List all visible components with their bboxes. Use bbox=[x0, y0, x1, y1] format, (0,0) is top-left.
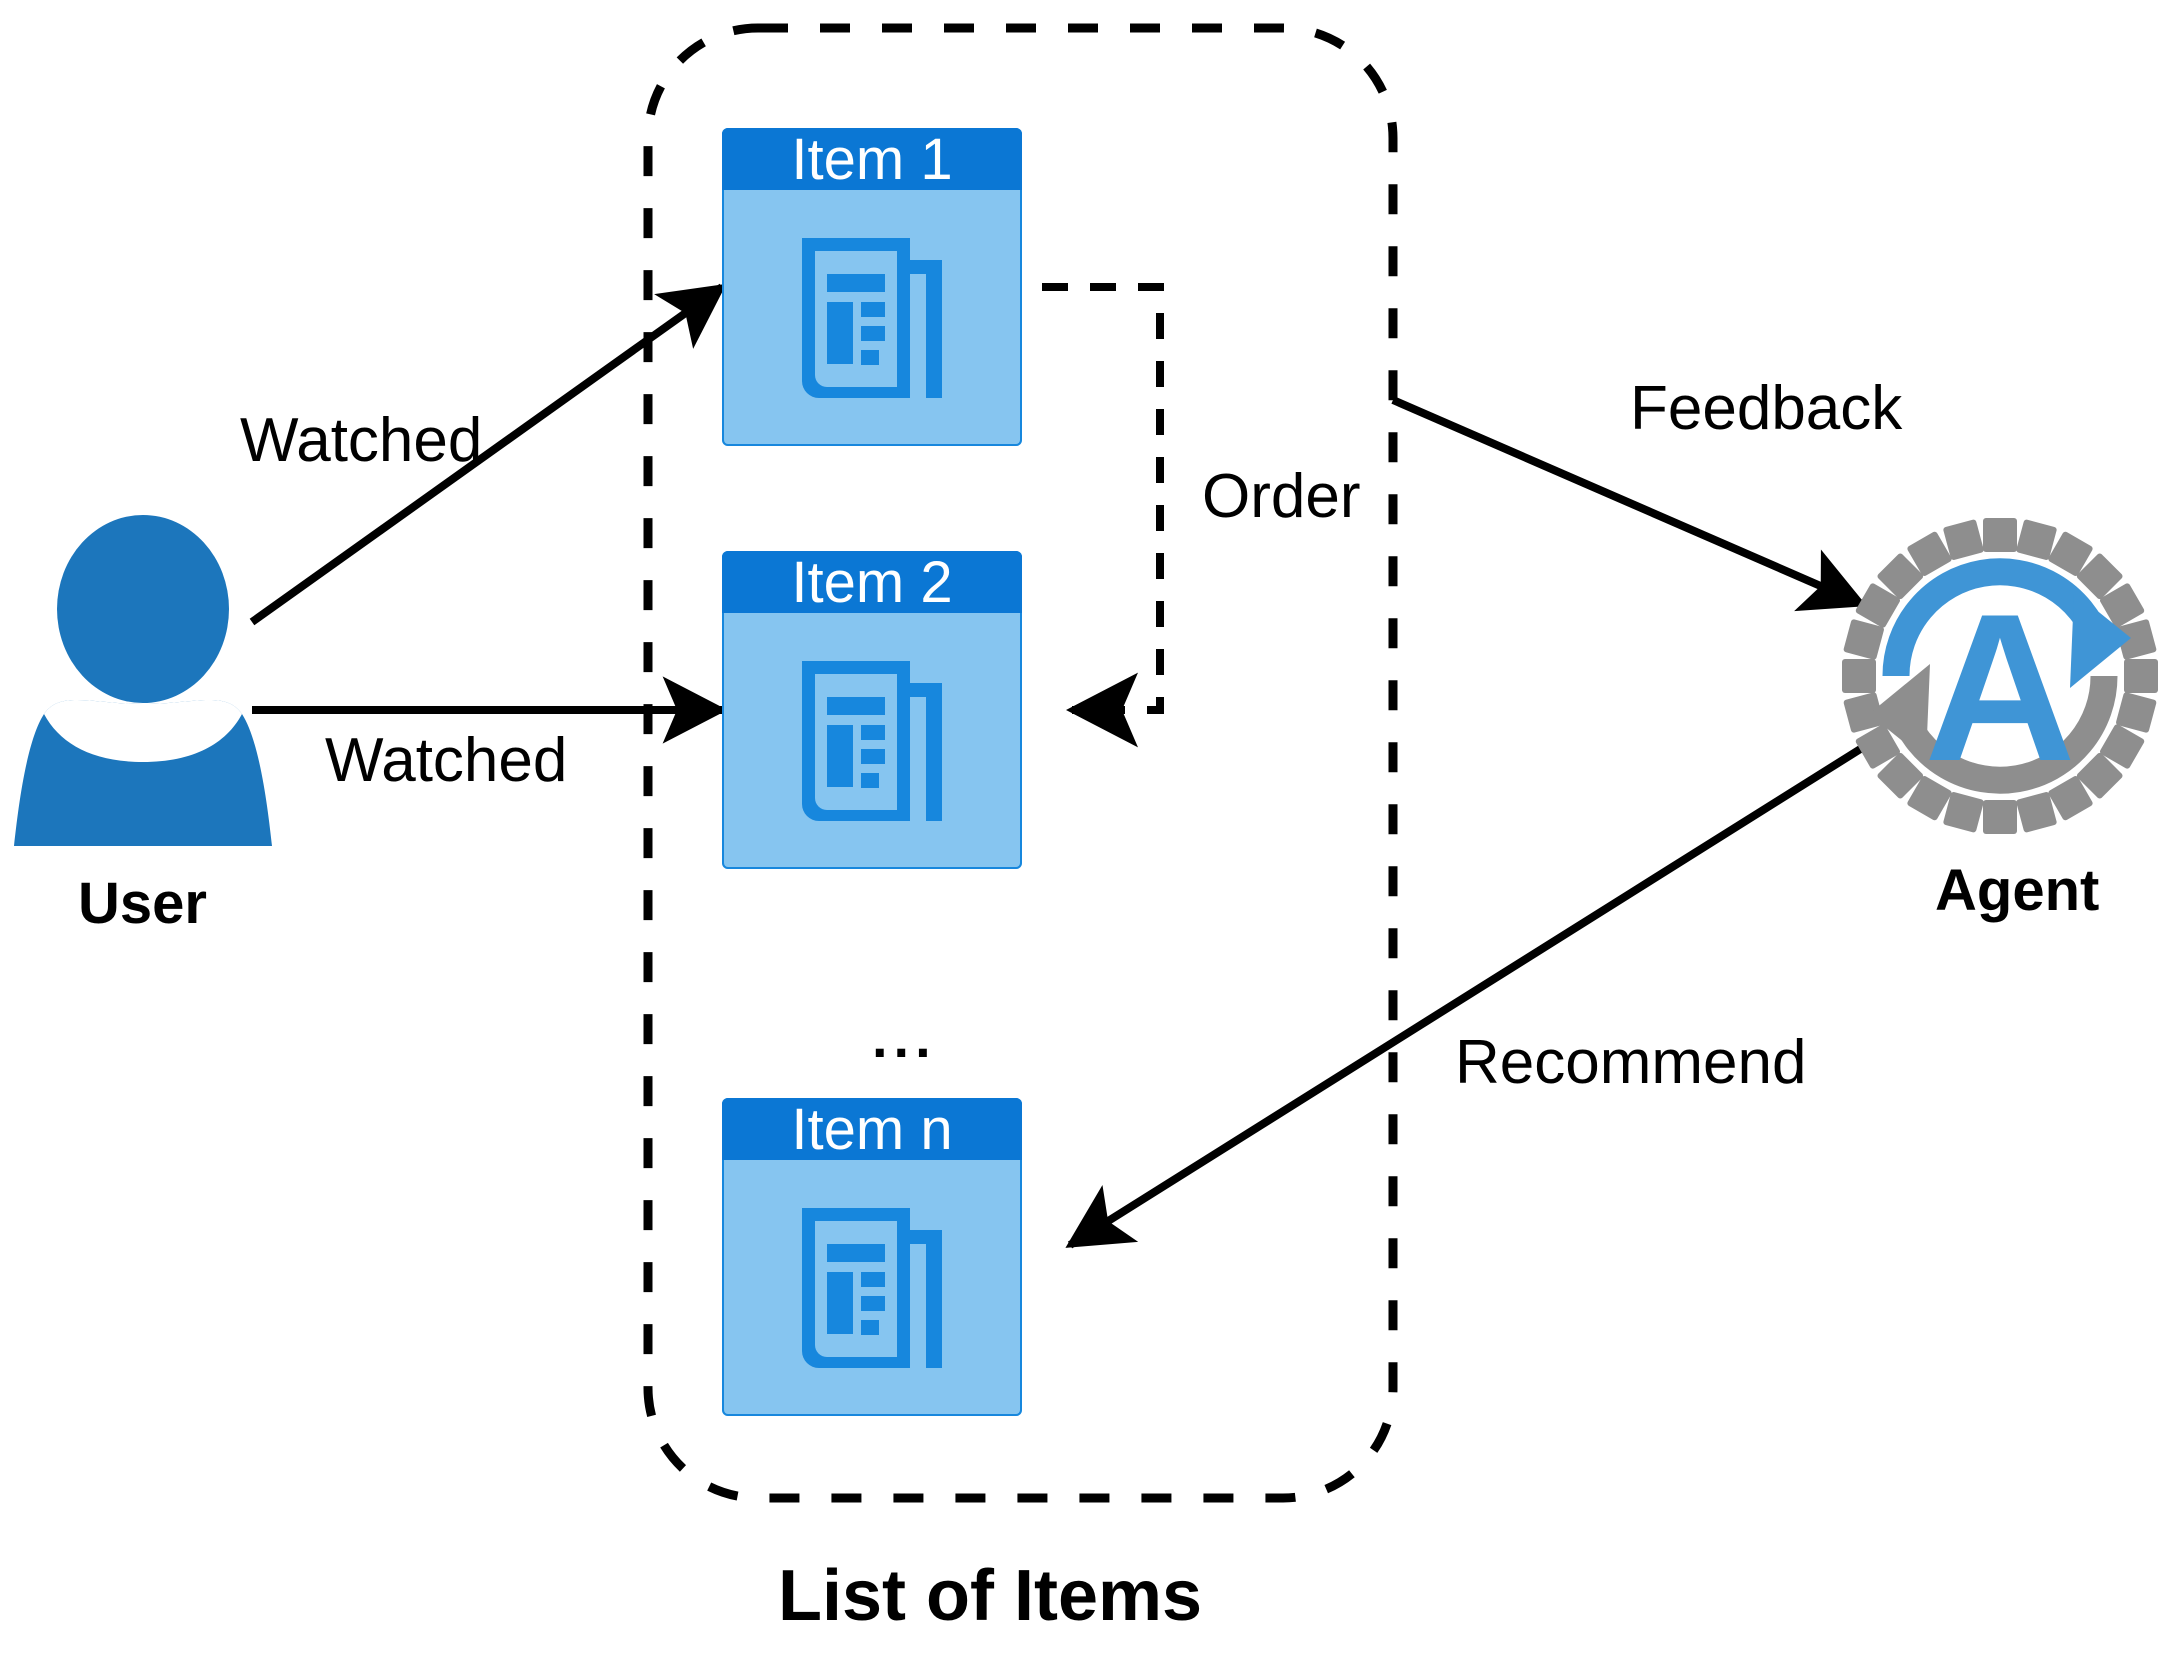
newspaper-document-icon bbox=[802, 1208, 942, 1368]
item-card-1-label: Item 1 bbox=[791, 128, 953, 192]
agent-label: Agent bbox=[1935, 858, 2100, 923]
item-card-2-label: Item 2 bbox=[791, 551, 953, 615]
item-card-n-body bbox=[722, 1160, 1022, 1416]
agent-arc-blue bbox=[1882, 558, 2131, 688]
newspaper-document-icon bbox=[802, 661, 942, 821]
item-card-n-header: Item n bbox=[722, 1098, 1022, 1162]
item-card-1-header: Item 1 bbox=[722, 128, 1022, 192]
item-card-2[interactable]: Item 2 bbox=[722, 551, 1022, 869]
user-person-icon bbox=[14, 515, 272, 846]
item-card-2-header: Item 2 bbox=[722, 551, 1022, 615]
agent-arc-gray bbox=[1869, 664, 2118, 794]
newspaper-document-icon bbox=[802, 238, 942, 398]
user-label: User bbox=[78, 871, 207, 936]
agent-dashed-ring bbox=[1842, 518, 2158, 834]
item-card-1-body bbox=[722, 190, 1022, 446]
edge-watched-item1 bbox=[249, 283, 727, 626]
edge-label-feedback: Feedback bbox=[1630, 374, 1903, 443]
edge-label-order: Order bbox=[1202, 462, 1361, 531]
edge-label-recommend: Recommend bbox=[1455, 1028, 1807, 1097]
agent-circular-arrows-icon: A bbox=[1842, 518, 2158, 834]
item-card-1[interactable]: Item 1 bbox=[722, 128, 1022, 446]
items-ellipsis: ... bbox=[872, 1006, 937, 1069]
item-card-n-label: Item n bbox=[791, 1098, 953, 1162]
edge-recommend bbox=[1065, 744, 1865, 1249]
list-of-items-label: List of Items bbox=[778, 1556, 1203, 1636]
edge-label-watched-1: Watched bbox=[240, 406, 483, 475]
edge-label-watched-2: Watched bbox=[325, 726, 568, 795]
list-of-items-container bbox=[643, 23, 1398, 1503]
item-card-n[interactable]: Item n bbox=[722, 1098, 1022, 1416]
edge-order bbox=[1042, 283, 1164, 748]
edge-feedback bbox=[1391, 396, 1867, 612]
agent-letter-a: A bbox=[1924, 570, 2076, 805]
item-card-2-body bbox=[722, 613, 1022, 869]
